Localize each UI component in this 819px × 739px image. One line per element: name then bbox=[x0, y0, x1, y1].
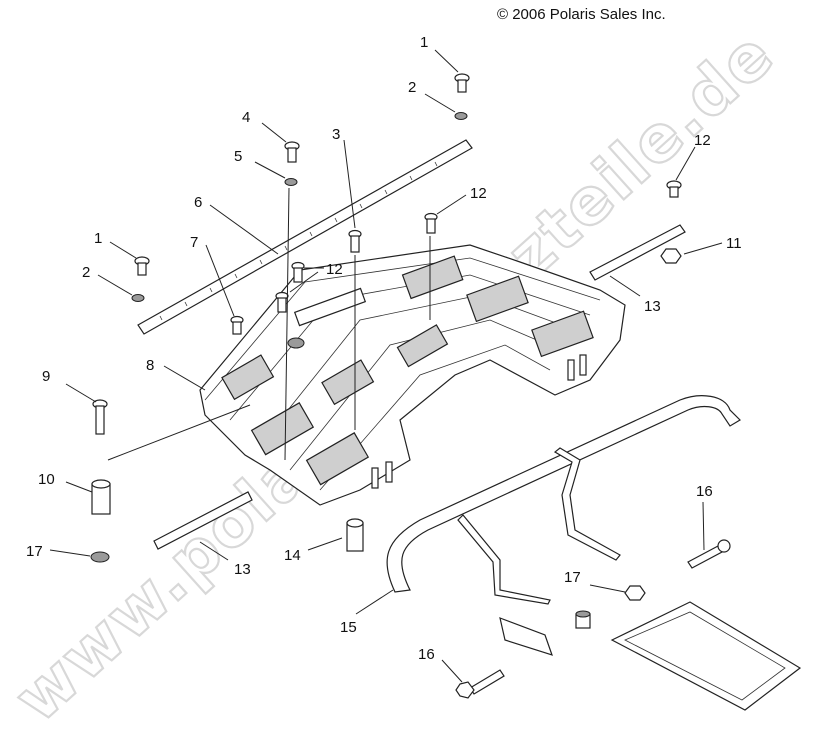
bushing-17 bbox=[575, 610, 591, 629]
callout-1-left: 1 bbox=[94, 230, 102, 247]
washer-2-top bbox=[454, 112, 468, 120]
nut-17-left bbox=[90, 551, 110, 563]
callout-10: 10 bbox=[38, 471, 55, 488]
callout-1-top: 1 bbox=[420, 34, 428, 51]
bolt-12-mid-a bbox=[291, 261, 305, 283]
bolt-9 bbox=[92, 399, 108, 435]
bolt-12-mid-b bbox=[275, 291, 289, 313]
callout-17-left: 17 bbox=[26, 543, 43, 560]
callout-2-top: 2 bbox=[408, 79, 416, 96]
bolt-3 bbox=[348, 229, 362, 253]
bolt-1-left bbox=[134, 256, 150, 276]
callout-14: 14 bbox=[284, 547, 301, 564]
callout-7: 7 bbox=[190, 234, 198, 251]
copyright-notice: © 2006 Polaris Sales Inc. bbox=[497, 6, 666, 23]
bolt-16-bottom bbox=[455, 669, 505, 699]
lower-rail-strip bbox=[153, 491, 253, 550]
callout-13-lower: 13 bbox=[234, 561, 251, 578]
callout-4: 4 bbox=[242, 109, 250, 126]
bolt-12-upper bbox=[424, 212, 438, 234]
spacer-14 bbox=[346, 518, 364, 552]
callout-2-left: 2 bbox=[82, 264, 90, 281]
callout-12-mid: 12 bbox=[326, 261, 343, 278]
callout-6: 6 bbox=[194, 194, 202, 211]
callout-17-right: 17 bbox=[564, 569, 581, 586]
callout-12-upper: 12 bbox=[470, 185, 487, 202]
rack-body bbox=[199, 244, 626, 506]
washer-2-left bbox=[131, 294, 145, 302]
callout-9: 9 bbox=[42, 368, 50, 385]
callout-labels: 1 2 4 3 5 6 12 12 1 7 12 11 2 13 8 9 10 … bbox=[26, 34, 742, 663]
bolt-16-right bbox=[687, 539, 731, 569]
nut-11 bbox=[660, 248, 682, 264]
callout-12-right: 12 bbox=[694, 132, 711, 149]
spacer-10 bbox=[91, 479, 111, 515]
right-rail-strip bbox=[589, 224, 686, 281]
bolt-1-top bbox=[454, 73, 470, 93]
leader-lines bbox=[49, 49, 723, 683]
bolt-7 bbox=[230, 315, 244, 335]
callout-16-right: 16 bbox=[696, 483, 713, 500]
rack-frame bbox=[386, 395, 802, 711]
bolt-4 bbox=[284, 141, 300, 163]
bolt-12-right bbox=[666, 180, 682, 198]
callout-13-upper: 13 bbox=[644, 298, 661, 315]
nut-17-right bbox=[624, 585, 646, 601]
washer-5 bbox=[284, 178, 298, 186]
callout-3: 3 bbox=[332, 126, 340, 143]
callout-15: 15 bbox=[340, 619, 357, 636]
callout-16-bottom: 16 bbox=[418, 646, 435, 663]
callout-5: 5 bbox=[234, 148, 242, 165]
callout-11: 11 bbox=[726, 235, 742, 252]
callout-8: 8 bbox=[146, 357, 154, 374]
